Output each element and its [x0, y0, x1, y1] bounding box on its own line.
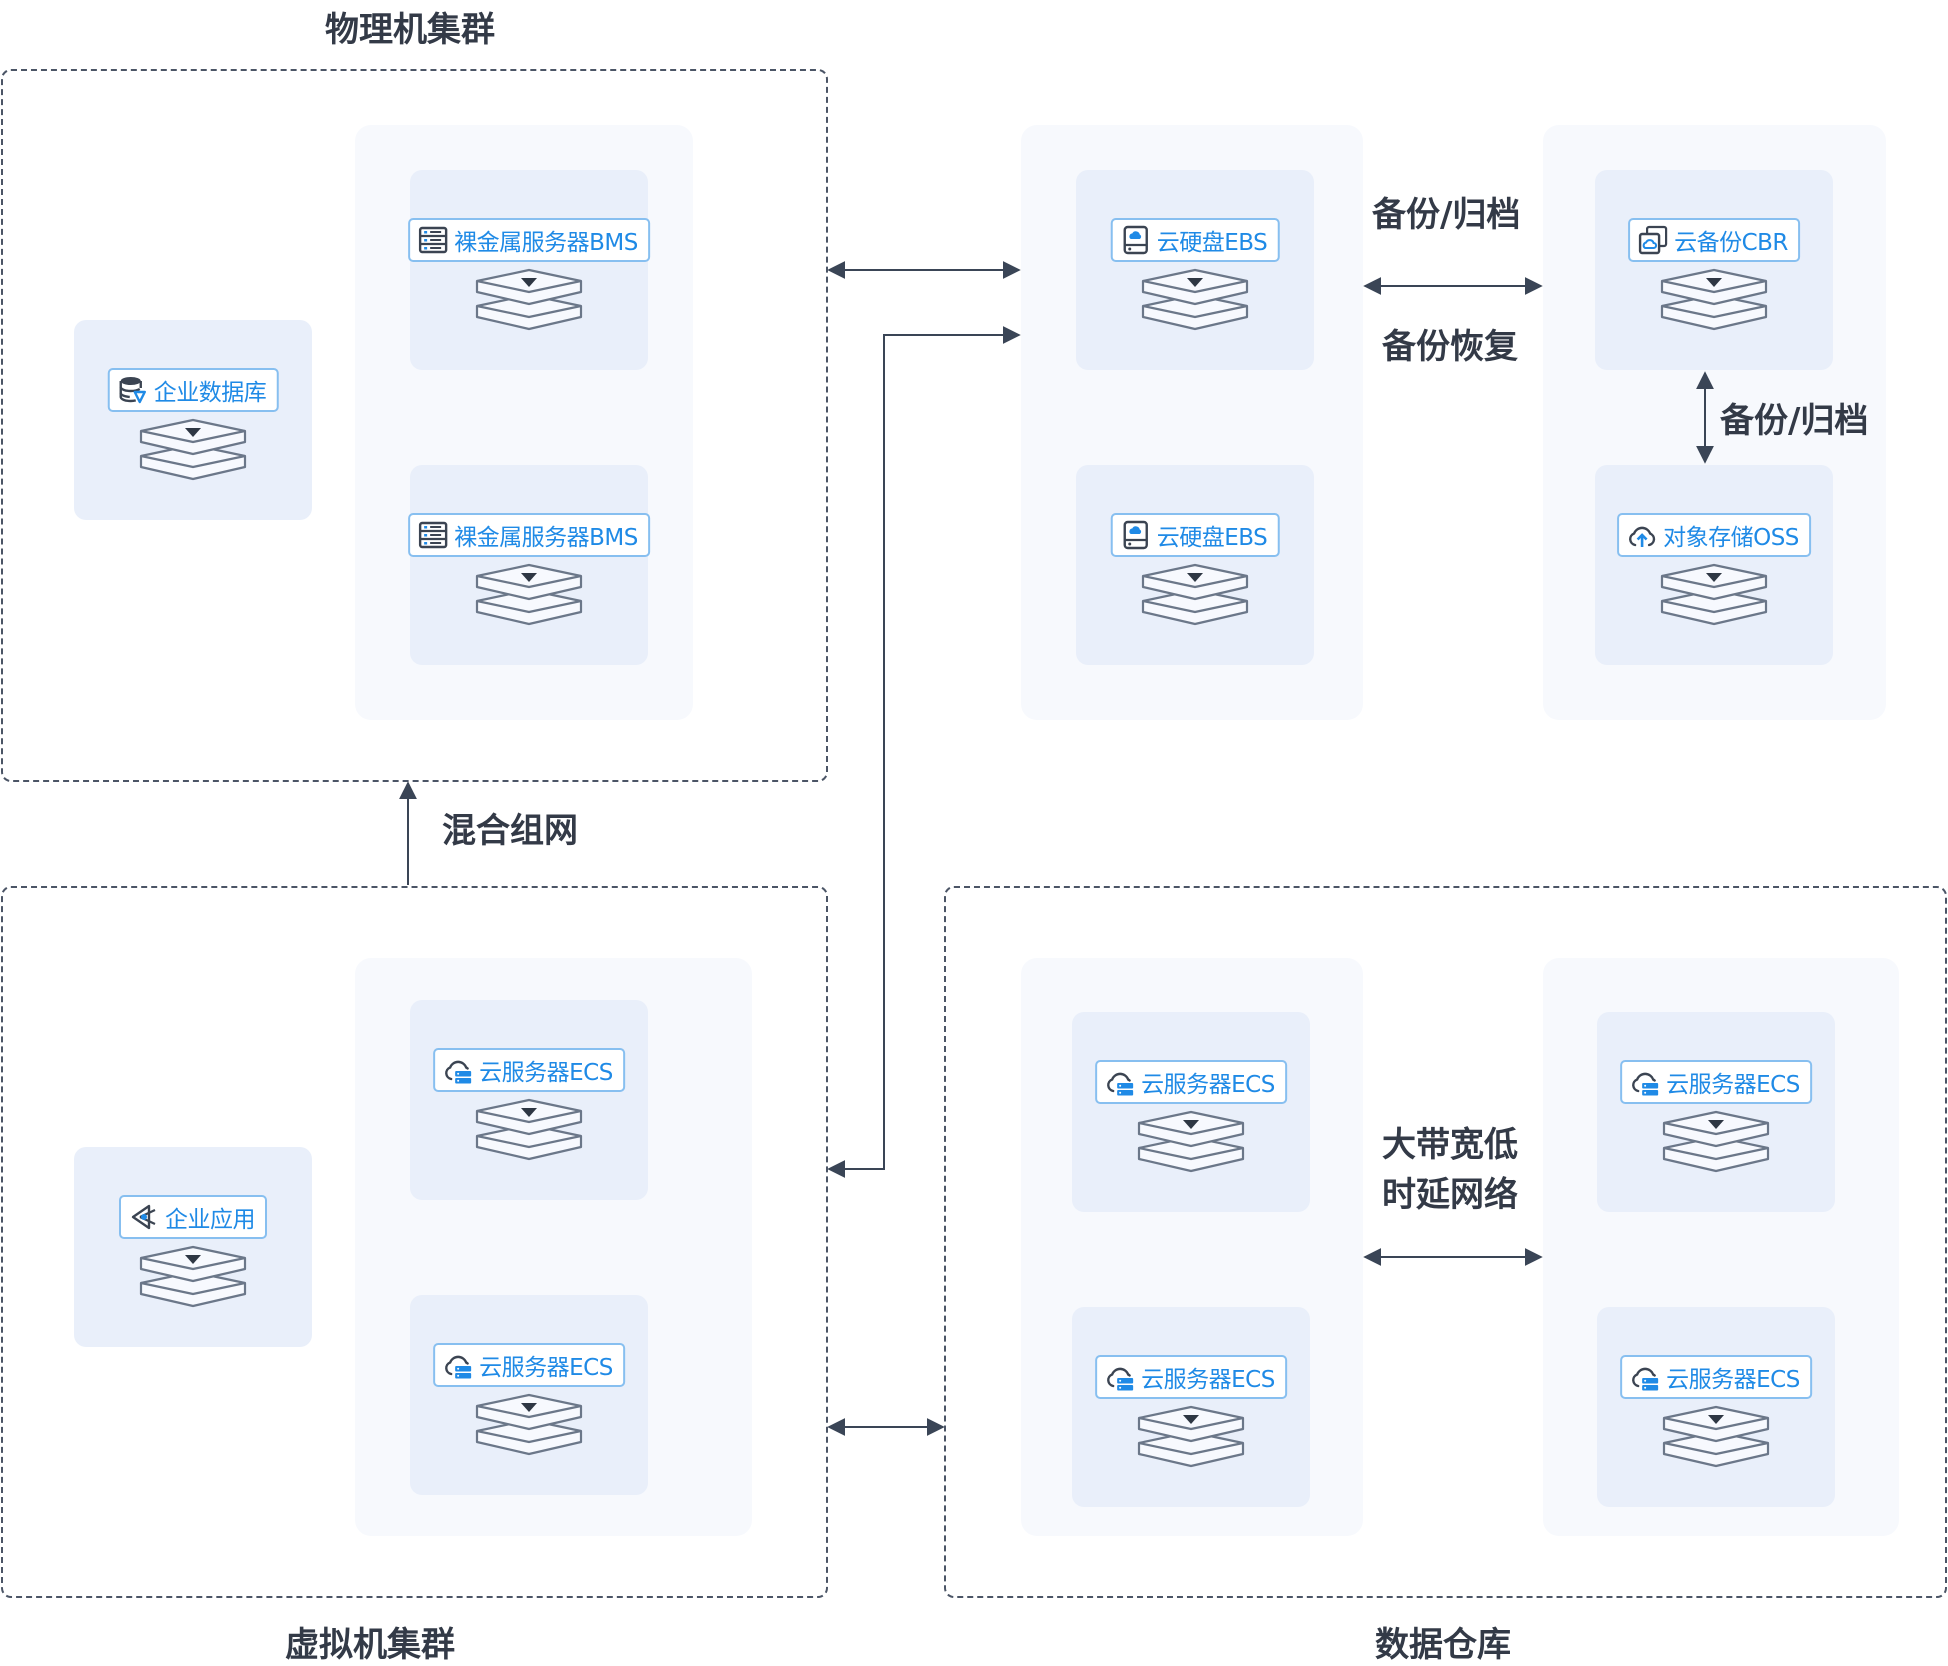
node-ebs-1[interactable]: 云硬盘EBS [1076, 170, 1314, 370]
ecs-warehouse-4-chip[interactable]: 云服务器ECS [1620, 1355, 1812, 1399]
node-ecs-virtual-1[interactable]: 云服务器ECS [410, 1000, 648, 1200]
layers-icon [475, 1098, 583, 1161]
ebs-2-chip[interactable]: 云硬盘EBS [1110, 513, 1280, 557]
edge-label-hybrid-network: 混合组网 [442, 811, 578, 851]
layers-icon [139, 1245, 247, 1308]
server-rack-icon [418, 520, 448, 550]
bms-1-chip[interactable]: 裸金属服务器BMS [408, 218, 650, 262]
node-oss[interactable]: 对象存储OSS [1595, 465, 1833, 665]
node-ecs-virtual-2[interactable]: 云服务器ECS [410, 1295, 648, 1495]
layers-icon [1662, 1110, 1770, 1173]
bms-1-label: 裸金属服务器BMS [454, 230, 638, 256]
server-rack-icon [418, 225, 448, 255]
group-title-warehouse: 数据仓库 [1375, 1625, 1511, 1665]
layers-icon [1137, 1405, 1245, 1468]
cloud-server-icon [443, 1055, 473, 1085]
ebs-2-label: 云硬盘EBS [1156, 525, 1268, 551]
ecs-virtual-1-chip[interactable]: 云服务器ECS [433, 1048, 625, 1092]
bms-2-chip[interactable]: 裸金属服务器BMS [408, 513, 650, 557]
physical-cluster-group [1, 69, 828, 782]
layers-icon [475, 268, 583, 331]
enterprise-db-label: 企业数据库 [153, 380, 267, 406]
edge-label-high-bandwidth: 大带宽低 时延网络 [1382, 1120, 1518, 1220]
edge-virtual-to-ebs [827, 326, 1021, 1178]
node-enterprise-app[interactable]: 企业应用 [74, 1147, 312, 1347]
layers-icon [1660, 563, 1768, 626]
cloud-backup-icon [1638, 225, 1668, 255]
virtual-cluster-group [1, 886, 828, 1598]
ecs-warehouse-3-label: 云服务器ECS [1666, 1072, 1800, 1098]
node-cbr[interactable]: 云备份CBR [1595, 170, 1833, 370]
enterprise-db-chip[interactable]: 企业数据库 [107, 368, 279, 412]
node-ecs-warehouse-2[interactable]: 云服务器ECS [1072, 1307, 1310, 1507]
layers-icon [475, 563, 583, 626]
bms-2-label: 裸金属服务器BMS [454, 525, 638, 551]
hard-disk-icon [1121, 520, 1151, 550]
cloud-server-icon [1105, 1067, 1135, 1097]
ecs-warehouse-1-label: 云服务器ECS [1141, 1072, 1275, 1098]
ebs-1-chip[interactable]: 云硬盘EBS [1110, 218, 1280, 262]
cloud-server-icon [1630, 1067, 1660, 1097]
cloud-server-icon [443, 1350, 473, 1380]
cbr-chip[interactable]: 云备份CBR [1628, 218, 1800, 262]
ecs-warehouse-4-label: 云服务器ECS [1666, 1367, 1800, 1393]
ecs-warehouse-2-label: 云服务器ECS [1141, 1367, 1275, 1393]
group-title-virtual: 虚拟机集群 [285, 1625, 455, 1665]
cloud-server-icon [1105, 1362, 1135, 1392]
edge-label-backup-restore: 备份恢复 [1382, 327, 1518, 367]
ecs-warehouse-1-chip[interactable]: 云服务器ECS [1095, 1060, 1287, 1104]
database-icon [118, 375, 148, 405]
ecs-virtual-2-chip[interactable]: 云服务器ECS [433, 1343, 625, 1387]
node-bms-2[interactable]: 裸金属服务器BMS [408, 465, 650, 665]
layers-icon [139, 418, 247, 481]
ecs-warehouse-3-chip[interactable]: 云服务器ECS [1620, 1060, 1812, 1104]
layers-icon [1141, 563, 1249, 626]
enterprise-app-chip[interactable]: 企业应用 [119, 1195, 267, 1239]
app-icon [129, 1202, 159, 1232]
layers-icon [1660, 268, 1768, 331]
edge-label-high-bandwidth-line1: 大带宽低 [1382, 1125, 1518, 1165]
ecs-virtual-2-label: 云服务器ECS [479, 1355, 613, 1381]
cloud-upload-icon [1627, 520, 1657, 550]
node-ebs-2[interactable]: 云硬盘EBS [1076, 465, 1314, 665]
hard-disk-icon [1121, 225, 1151, 255]
edge-label-backup-archive-1: 备份/归档 [1372, 195, 1521, 235]
edge-label-backup-archive-2: 备份/归档 [1720, 401, 1869, 441]
layers-icon [1137, 1110, 1245, 1173]
cbr-label: 云备份CBR [1674, 230, 1788, 256]
node-enterprise-db[interactable]: 企业数据库 [74, 320, 312, 520]
group-title-physical: 物理机集群 [325, 10, 495, 50]
edge-label-high-bandwidth-line2: 时延网络 [1382, 1175, 1518, 1215]
oss-label: 对象存储OSS [1663, 525, 1799, 551]
ecs-virtual-1-label: 云服务器ECS [479, 1060, 613, 1086]
layers-icon [1141, 268, 1249, 331]
layers-icon [1662, 1405, 1770, 1468]
data-warehouse-group [944, 886, 1947, 1598]
node-ecs-warehouse-3[interactable]: 云服务器ECS [1597, 1012, 1835, 1212]
node-ecs-warehouse-4[interactable]: 云服务器ECS [1597, 1307, 1835, 1507]
oss-chip[interactable]: 对象存储OSS [1617, 513, 1811, 557]
layers-icon [475, 1393, 583, 1456]
node-ecs-warehouse-1[interactable]: 云服务器ECS [1072, 1012, 1310, 1212]
cloud-server-icon [1630, 1362, 1660, 1392]
ebs-1-label: 云硬盘EBS [1156, 230, 1268, 256]
node-bms-1[interactable]: 裸金属服务器BMS [408, 170, 650, 370]
ecs-warehouse-2-chip[interactable]: 云服务器ECS [1095, 1355, 1287, 1399]
enterprise-app-label: 企业应用 [165, 1207, 256, 1233]
